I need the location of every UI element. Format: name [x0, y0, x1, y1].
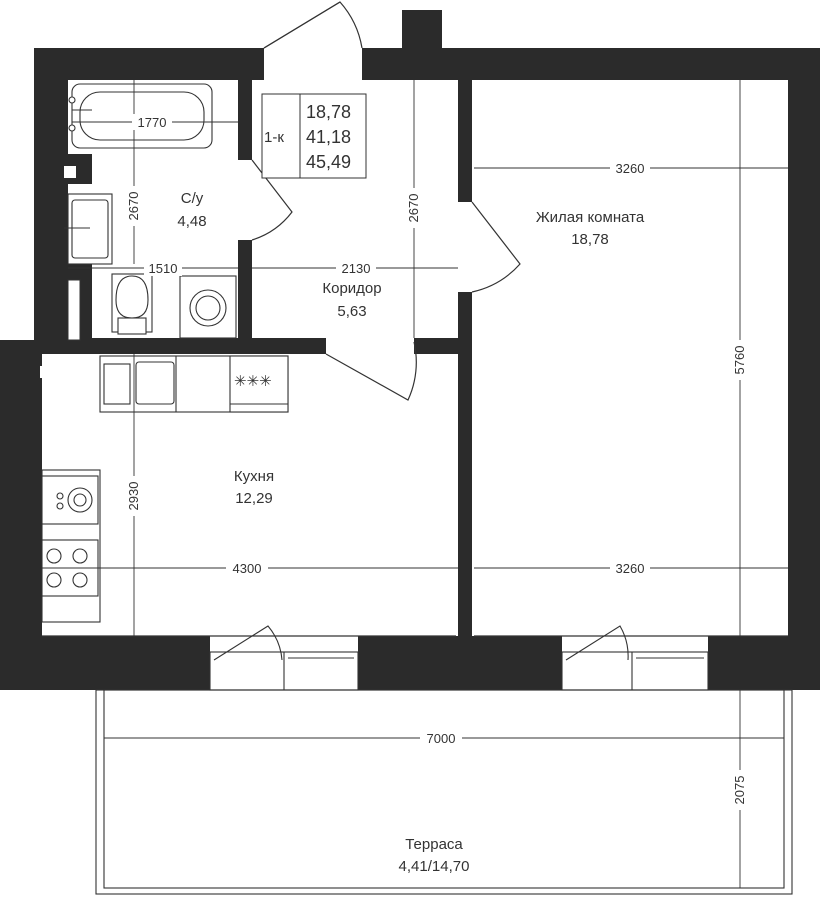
area-living: 18,78: [306, 102, 351, 122]
sink-bathroom: [64, 193, 113, 265]
terrace: [95, 689, 793, 895]
wall-top-left: [34, 48, 264, 80]
kitchen-counter-left: [41, 469, 101, 623]
room-corridor-area: 5,63: [337, 303, 366, 320]
room-bathroom-name: С/у: [181, 190, 204, 207]
dim-bath-lower-width: 1510: [149, 261, 178, 276]
wall-left-lower: [0, 340, 42, 690]
dim-text-bg: [126, 114, 748, 810]
washing-machine: [179, 275, 237, 339]
dim-living-height: 5760: [732, 346, 747, 375]
toilet: [111, 273, 153, 335]
apartment-info-box: [261, 93, 367, 179]
entrance-door: [263, 1, 363, 49]
room-terrace-name: Терраса: [405, 836, 463, 853]
kitchen-door: [325, 341, 417, 401]
room-living-name: Жилая комната: [536, 209, 645, 226]
wall-bath-right-bot: [238, 240, 252, 340]
dim-terrace-height: 2075: [732, 776, 747, 805]
dim-terrace-width: 7000: [427, 731, 456, 746]
dim-living-width-bottom: 3260: [616, 561, 645, 576]
kitchen-counter-top: [99, 355, 289, 413]
shaft-left: [0, 340, 68, 354]
wall-bath-kitchen: [34, 338, 326, 354]
doors: [251, 1, 521, 401]
wall-right: [788, 48, 820, 690]
wall-top-right: [362, 48, 820, 80]
window-left: [209, 625, 359, 691]
room-bathroom-area: 4,48: [177, 213, 206, 230]
apartment-type: 1-к: [264, 129, 284, 146]
vent-square-1: [64, 166, 76, 178]
dim-kitchen-width: 4300: [233, 561, 262, 576]
dim-bath-width: 1770: [138, 115, 167, 130]
wall-bottom-right: [708, 636, 820, 690]
area-total: 41,18: [306, 127, 351, 147]
room-terrace-area: 4,41/14,70: [399, 858, 470, 875]
wall-living-left-bot: [458, 292, 472, 638]
room-kitchen-name: Кухня: [234, 468, 274, 485]
area-total-with-terrace: 45,49: [306, 152, 351, 172]
dim-bath-height: 2670: [126, 192, 141, 221]
room-corridor-name: Коридор: [322, 280, 381, 297]
dim-kitchen-height: 2930: [126, 482, 141, 511]
living-door: [471, 201, 521, 293]
dim-corridor-height: 2670: [406, 194, 421, 223]
niche-slot: [67, 279, 81, 341]
wall-bottom-left: [0, 636, 210, 690]
wall-living-left-top: [458, 80, 472, 202]
dim-corridor-width: 2130: [342, 261, 371, 276]
wall-corridor-kitchen: [414, 338, 460, 354]
room-kitchen-area: 12,29: [235, 490, 273, 507]
room-living-area: 18,78: [571, 231, 609, 248]
window-right: [561, 625, 709, 691]
wall-bottom-mid: [358, 636, 562, 690]
vent-square-2: [40, 366, 52, 378]
walls: [0, 10, 820, 690]
dim-living-width-top: 3260: [616, 161, 645, 176]
vent-shaft: [402, 10, 442, 48]
wall-left-upper: [34, 48, 68, 340]
wall-bath-right-top: [238, 80, 252, 160]
bathroom-door: [251, 159, 293, 241]
stove-burners-icon: ✳✳✳: [234, 373, 272, 390]
